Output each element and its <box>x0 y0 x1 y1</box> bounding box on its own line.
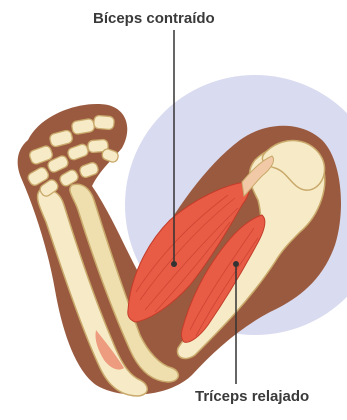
triceps-leader-dot <box>233 261 239 267</box>
biceps-leader-dot <box>171 261 177 267</box>
triceps-label: Tríceps relajado <box>195 388 309 406</box>
biceps-label: Bíceps contraído <box>93 10 215 28</box>
